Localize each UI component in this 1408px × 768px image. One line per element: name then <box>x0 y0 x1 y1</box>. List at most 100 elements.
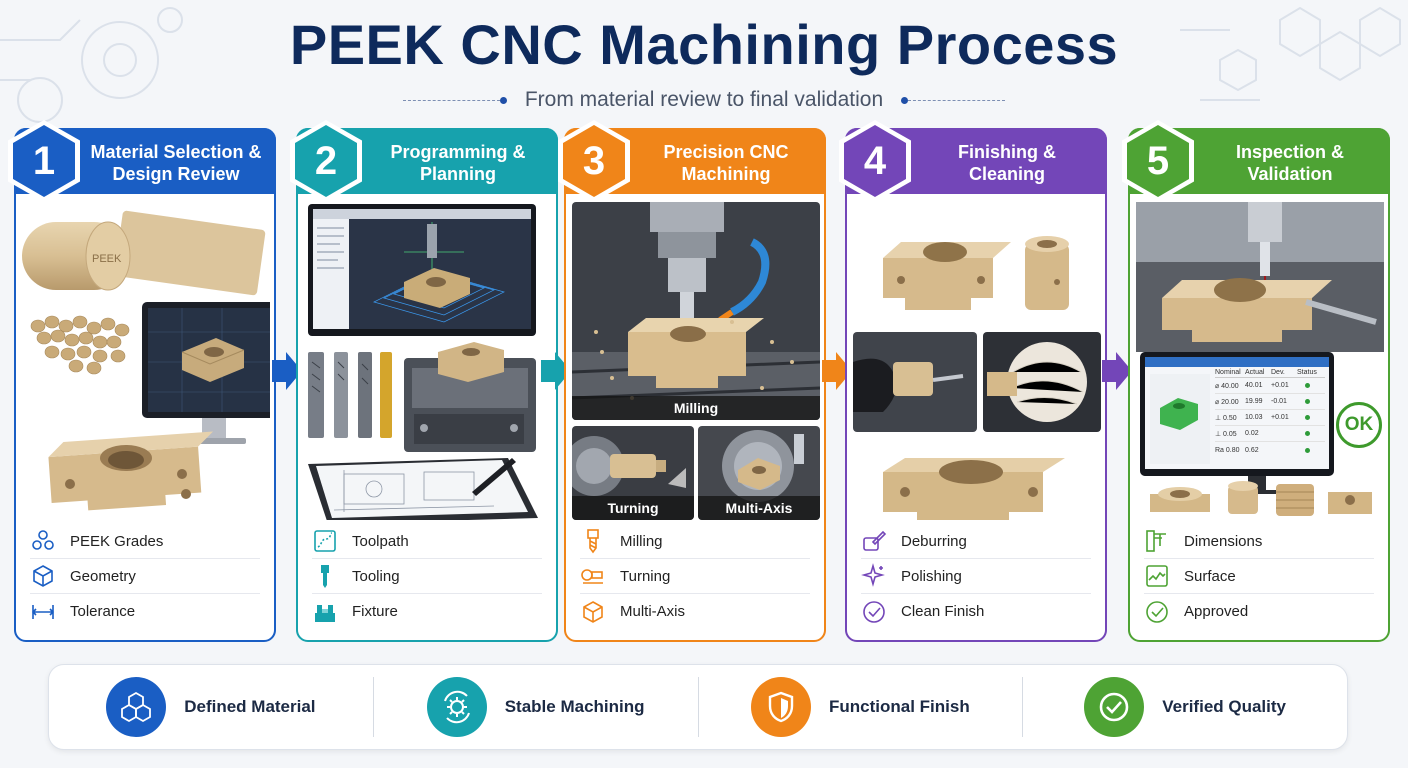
step-card-4: 4 Finishing &Cleaning <box>839 120 1107 642</box>
report-cell: 0.62 <box>1245 446 1259 454</box>
check-circle-icon <box>1146 600 1168 623</box>
milling-caption: Milling <box>572 396 820 420</box>
dimension-icon <box>31 604 55 619</box>
report-cell: Ra 0.80 <box>1215 446 1240 454</box>
item-label: Deburring <box>901 532 967 550</box>
status-pass-dot <box>1305 447 1310 453</box>
step-1-title: Material Selection &Design Review <box>84 138 268 188</box>
ok-badge-text: OK <box>1344 414 1374 435</box>
report-cell: ⌀ 40.00 <box>1215 382 1239 390</box>
step-4-title-line1: Finishing & <box>958 142 1056 162</box>
turning-caption: Turning <box>572 496 694 520</box>
sparkle-icon <box>861 563 885 587</box>
subtitle-rule-right <box>901 96 1006 104</box>
step-5-title-line1: Inspection & <box>1235 142 1344 162</box>
item-label: Polishing <box>901 567 962 585</box>
step-5-items: Dimensions Surface Approved <box>1144 524 1374 629</box>
step-2-illustration <box>304 202 552 524</box>
rod-stamp: PEEK <box>92 253 122 265</box>
report-cell: 10.03 <box>1245 414 1263 421</box>
report-col-nominal: Nominal <box>1215 368 1241 376</box>
report-cell: 0.02 <box>1245 430 1259 437</box>
shield-icon <box>751 677 812 737</box>
page-subtitle: From material review to final validation <box>524 88 884 111</box>
step-3-badge: 3 <box>558 120 630 202</box>
list-item: Tooling <box>312 559 542 594</box>
arrow-right-icon <box>541 352 571 390</box>
step-4-title-line2: Cleaning <box>968 164 1045 184</box>
report-cell: ⊥ 0.05 <box>1215 430 1237 438</box>
step-2-title-line1: Programming & <box>390 142 526 162</box>
inspection-report: Nominal Actual Dev. Status ⌀ 40.00 40.01 +… <box>1215 367 1325 463</box>
table-row: Ra 0.80 0.62 <box>1215 442 1325 458</box>
report-cell: 40.01 <box>1245 382 1263 389</box>
item-label: PEEK Grades <box>70 532 164 550</box>
report-cell: +0.01 <box>1271 382 1289 389</box>
report-col-status: Status <box>1297 368 1317 376</box>
report-col-actual: Actual <box>1245 368 1265 376</box>
status-pass-dot <box>1305 399 1310 404</box>
benefit-defined-material: Defined Material <box>49 677 373 737</box>
list-item: Geometry <box>30 559 260 594</box>
table-row: ⌀ 20.00 19.99 -0.01 <box>1215 394 1325 410</box>
step-1-title-line2: Design Review <box>112 164 240 184</box>
status-pass-dot <box>1305 431 1310 436</box>
deburring-tool-icon <box>863 530 887 551</box>
peek-materials-image: PEEK <box>22 210 282 511</box>
page-title: PEEK CNC Machining Process <box>289 13 1119 76</box>
list-item: Dimensions <box>1144 524 1374 559</box>
benefit-stable-machining: Stable Machining <box>372 677 698 737</box>
list-item: Polishing <box>861 559 1091 594</box>
benefits-bar: Defined Material Stable Machining Functi… <box>48 664 1348 750</box>
list-item: Multi-Axis <box>580 594 810 629</box>
step-3-items: Milling Turning Multi-Axis <box>580 524 810 629</box>
programming-image <box>308 204 538 524</box>
step-5-number: 5 <box>1127 125 1189 197</box>
step-3-title-line1: Precision CNC <box>663 142 789 162</box>
multi-axis-caption: Multi-Axis <box>698 496 820 520</box>
verified-check-icon <box>1084 677 1145 737</box>
step-2-title: Programming &Planning <box>366 138 550 188</box>
multi-axis-cube-icon <box>583 600 603 623</box>
cube-icon <box>33 565 53 587</box>
list-item: PEEK Grades <box>30 524 260 559</box>
gear-cycle-icon <box>426 677 487 737</box>
inspection-image <box>1136 202 1384 516</box>
item-label: Geometry <box>70 567 136 585</box>
benefit-verified-quality: Verified Quality <box>1022 677 1347 737</box>
report-cell: -0.01 <box>1271 398 1287 405</box>
step-2-number: 2 <box>295 125 357 197</box>
multi-axis-photo: Multi-Axis <box>698 426 820 520</box>
molecule-icon <box>32 530 54 550</box>
item-label: Surface <box>1184 567 1236 585</box>
step-2-badge: 2 <box>290 120 362 202</box>
fixture-icon <box>315 604 335 622</box>
step-1-items: PEEK Grades Geometry Tolerance <box>30 524 260 629</box>
mill-cutter-icon <box>587 529 599 554</box>
subtitle-rule-left <box>402 96 507 104</box>
benefit-label: Verified Quality <box>1162 697 1286 716</box>
step-4-badge: 4 <box>839 120 911 202</box>
table-row: ⌀ 40.00 40.01 +0.01 <box>1215 378 1325 394</box>
step-5-title-line2: Validation <box>1247 164 1333 184</box>
list-item: Toolpath <box>312 524 542 559</box>
report-header-row: Nominal Actual Dev. Status <box>1215 367 1325 378</box>
ok-badge: OK <box>1336 402 1382 448</box>
step-3-number: 3 <box>563 125 625 197</box>
milling-photo: Milling <box>572 202 820 420</box>
item-label: Clean Finish <box>901 603 985 620</box>
list-item: Tolerance <box>30 594 260 629</box>
list-item: Approved <box>1144 594 1374 629</box>
status-pass-dot <box>1305 383 1310 388</box>
report-cell: +0.01 <box>1271 414 1289 421</box>
item-label: Tolerance <box>70 603 136 620</box>
step-5-badge: 5 <box>1122 120 1194 202</box>
report-cell: ⌀ 20.00 <box>1215 398 1239 406</box>
item-label: Fixture <box>352 603 398 620</box>
report-cell: 19.99 <box>1245 398 1263 405</box>
step-1-illustration: PEEK <box>22 202 282 520</box>
list-item: Milling <box>580 524 810 559</box>
check-circle-icon <box>863 600 885 623</box>
